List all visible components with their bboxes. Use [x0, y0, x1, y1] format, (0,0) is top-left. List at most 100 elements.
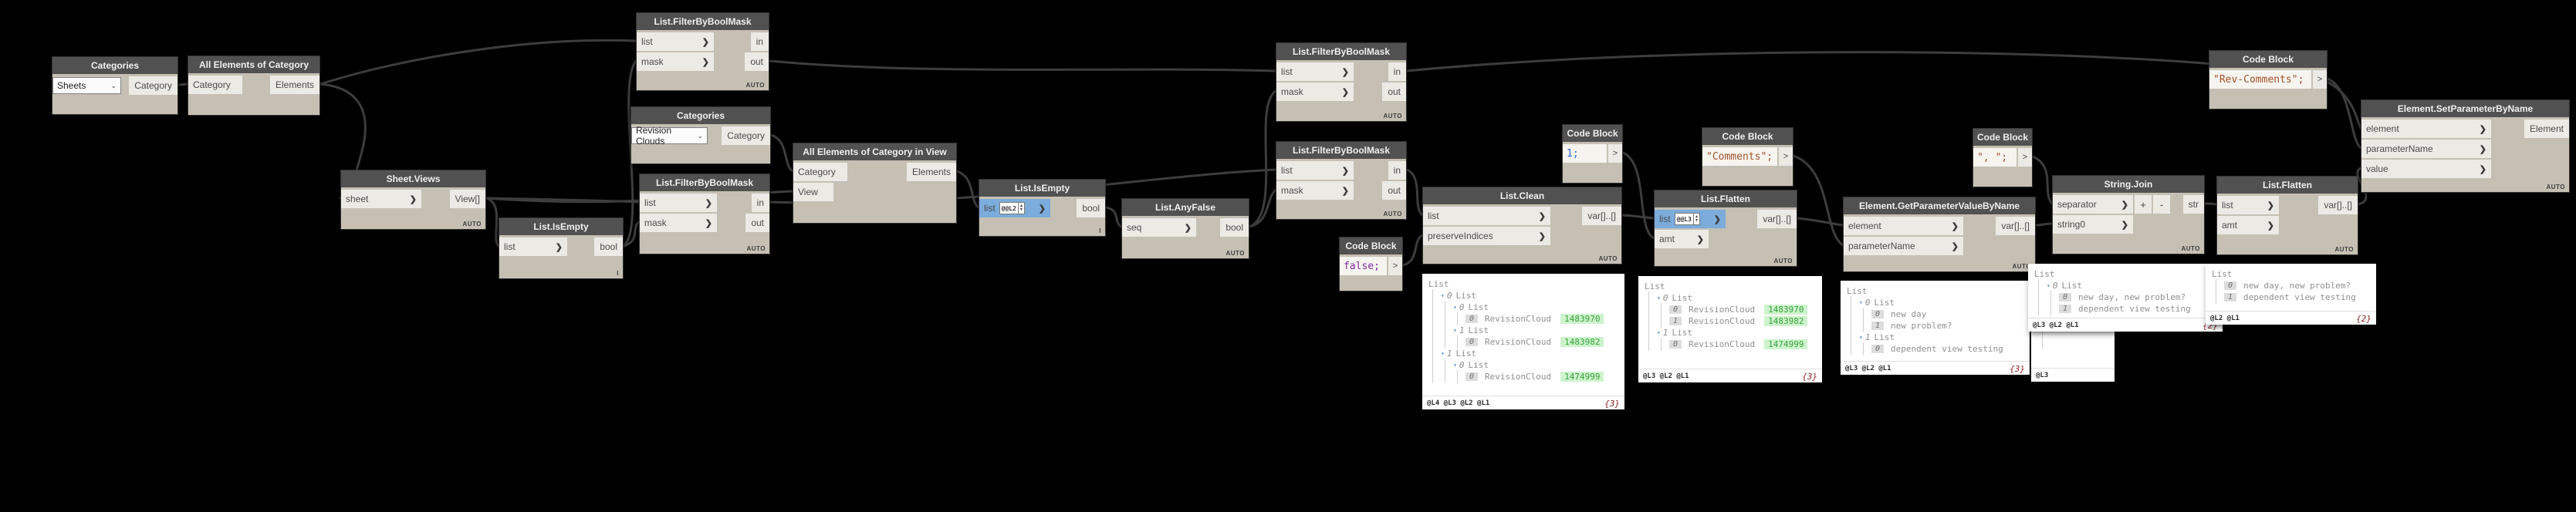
output-port-View[][interactable]: View[] [449, 190, 485, 208]
output-port-in[interactable]: in [751, 194, 769, 212]
spinner-up-icon[interactable]: ▲ [1019, 204, 1023, 208]
expand-arrow-icon[interactable]: ▾ [1859, 299, 1863, 306]
input-port-sheet[interactable]: sheet❯ [341, 190, 421, 208]
node-title[interactable]: Code Block [1702, 128, 1793, 145]
input-port-seq[interactable]: seq❯ [1122, 218, 1196, 237]
output-port-in[interactable]: in [750, 32, 769, 51]
input-port-mask[interactable]: mask❯ [1276, 83, 1354, 101]
node-title[interactable]: All Elements of Category in View [793, 143, 956, 160]
input-port-mask[interactable]: mask❯ [637, 52, 714, 71]
input-port-mask[interactable]: mask❯ [1276, 181, 1354, 200]
node-title[interactable]: List.IsEmpty [499, 218, 623, 235]
output-port-out[interactable]: out [745, 214, 769, 232]
node-title[interactable]: Element.GetParameterValueByName [1844, 197, 2035, 214]
code-editor[interactable]: 1; [1563, 144, 1607, 163]
node-title[interactable]: All Elements of Category [188, 56, 319, 73]
expand-arrow-icon[interactable]: ▾ [1453, 327, 1457, 334]
node-title[interactable]: List.AnyFalse [1122, 199, 1249, 216]
output-port-Category[interactable]: Category [722, 126, 770, 145]
spinner-down-icon[interactable]: ▼ [1019, 207, 1023, 212]
output-port-var[]..[][interactable]: var[]..[] [1582, 207, 1621, 225]
level-spinner[interactable]: ▲▼ [1693, 213, 1700, 225]
node-title[interactable]: Element.SetParameterByName [2361, 100, 2569, 117]
node-title[interactable]: List.Flatten [1655, 190, 1797, 207]
node-title[interactable]: List.FilterByBoolMask [640, 174, 769, 191]
node-title[interactable]: List.FilterByBoolMask [1276, 142, 1406, 159]
category-dropdown[interactable]: Sheets⌄ [52, 77, 122, 94]
input-port-parameterName[interactable]: parameterName❯ [1844, 237, 1963, 255]
output-port-bool[interactable]: bool [1220, 218, 1249, 237]
input-port-amt[interactable]: amt❯ [1655, 230, 1709, 248]
spinner-down-icon[interactable]: ▼ [1694, 218, 1699, 223]
output-port-Element[interactable]: Element [2524, 120, 2569, 138]
output-port[interactable]: > [1388, 257, 1402, 275]
level-spinner[interactable]: ▲▼ [1018, 202, 1025, 214]
expand-arrow-icon[interactable]: ▾ [1453, 362, 1457, 369]
input-port-amt[interactable]: amt❯ [2217, 216, 2279, 234]
output-port-var[]..[][interactable]: var[]..[] [1757, 210, 1797, 228]
input-port-list[interactable]: list❯ [1276, 62, 1354, 81]
output-port[interactable]: > [2018, 148, 2032, 167]
output-port-Elements[interactable]: Elements [269, 76, 319, 94]
node-title[interactable]: List.Flatten [2217, 177, 2358, 194]
node-title[interactable]: Sheet.Views [341, 170, 485, 187]
output-port[interactable]: > [1608, 144, 1622, 163]
output-port-in[interactable]: in [1388, 62, 1406, 81]
input-port-Category[interactable]: Category [188, 76, 242, 94]
input-port-preserveIndices[interactable]: preserveIndices❯ [1423, 227, 1550, 245]
expand-arrow-icon[interactable]: ▾ [1859, 334, 1863, 341]
output-port-Elements[interactable]: Elements [906, 163, 956, 181]
input-port-list[interactable]: list@@L2▲▼❯ [979, 199, 1050, 217]
input-port-Category[interactable]: Category [793, 163, 847, 181]
code-editor[interactable]: ", "; [1973, 148, 2017, 167]
input-port-list[interactable]: list❯ [640, 194, 717, 212]
input-port-element[interactable]: element❯ [2361, 120, 2491, 138]
node-title[interactable]: List.Clean [1423, 187, 1621, 204]
node-title[interactable]: List.FilterByBoolMask [1276, 43, 1406, 60]
output-port[interactable]: > [2313, 70, 2327, 89]
input-port-string0[interactable]: string0❯ [2053, 215, 2133, 234]
node-title[interactable]: Categories [631, 107, 770, 124]
output-port-out[interactable]: out [1382, 83, 1406, 101]
expand-arrow-icon[interactable]: ▾ [1441, 292, 1445, 299]
expand-arrow-icon[interactable]: ▾ [1441, 350, 1445, 357]
add-input-button[interactable]: + [2135, 195, 2152, 214]
output-port-var[]..[][interactable]: var[]..[] [2318, 196, 2358, 214]
input-port-list[interactable]: list@@L3▲▼❯ [1655, 210, 1726, 228]
input-port-separator[interactable]: separator❯ [2053, 195, 2133, 214]
node-title[interactable]: String.Join [2053, 176, 2204, 193]
spinner-up-icon[interactable]: ▲ [1694, 214, 1699, 219]
code-editor[interactable]: false; [1340, 257, 1387, 275]
list-level-selector[interactable]: @@L3 [1674, 213, 1694, 225]
remove-input-button[interactable]: - [2153, 195, 2170, 214]
output-port-bool[interactable]: bool [1077, 199, 1105, 217]
node-title[interactable]: Categories [52, 57, 177, 74]
input-port-list[interactable]: list❯ [2217, 196, 2279, 214]
input-port-parameterName[interactable]: parameterName❯ [2361, 140, 2491, 158]
input-port-View[interactable]: View [793, 183, 833, 201]
input-port-list[interactable]: list❯ [499, 237, 567, 256]
list-level-selector[interactable]: @@L2 [999, 202, 1019, 214]
node-title[interactable]: Code Block [1563, 125, 1622, 142]
input-port-list[interactable]: list❯ [1276, 161, 1354, 180]
output-port-str[interactable]: str [2182, 195, 2204, 214]
output-port-out[interactable]: out [1382, 181, 1406, 200]
input-port-list[interactable]: list❯ [1423, 207, 1550, 225]
input-port-list[interactable]: list❯ [637, 32, 714, 51]
output-port-bool[interactable]: bool [594, 237, 623, 256]
output-port-Category[interactable]: Category [129, 76, 177, 95]
output-port[interactable]: > [1779, 147, 1793, 166]
code-editor[interactable]: "Rev-Comments"; [2209, 70, 2311, 89]
input-port-element[interactable]: element❯ [1844, 217, 1963, 235]
expand-arrow-icon[interactable]: ▾ [2047, 282, 2050, 289]
expand-arrow-icon[interactable]: ▾ [1453, 304, 1457, 311]
node-title[interactable]: List.FilterByBoolMask [637, 13, 769, 30]
node-title[interactable]: Code Block [1340, 237, 1402, 254]
output-port-out[interactable]: out [745, 52, 769, 71]
code-editor[interactable]: "Comments"; [1702, 147, 1777, 166]
node-title[interactable]: Code Block [2209, 51, 2327, 68]
output-port-var[]..[][interactable]: var[]..[] [1996, 217, 2035, 235]
node-title[interactable]: Code Block [1973, 129, 2032, 146]
output-port-in[interactable]: in [1388, 161, 1406, 180]
